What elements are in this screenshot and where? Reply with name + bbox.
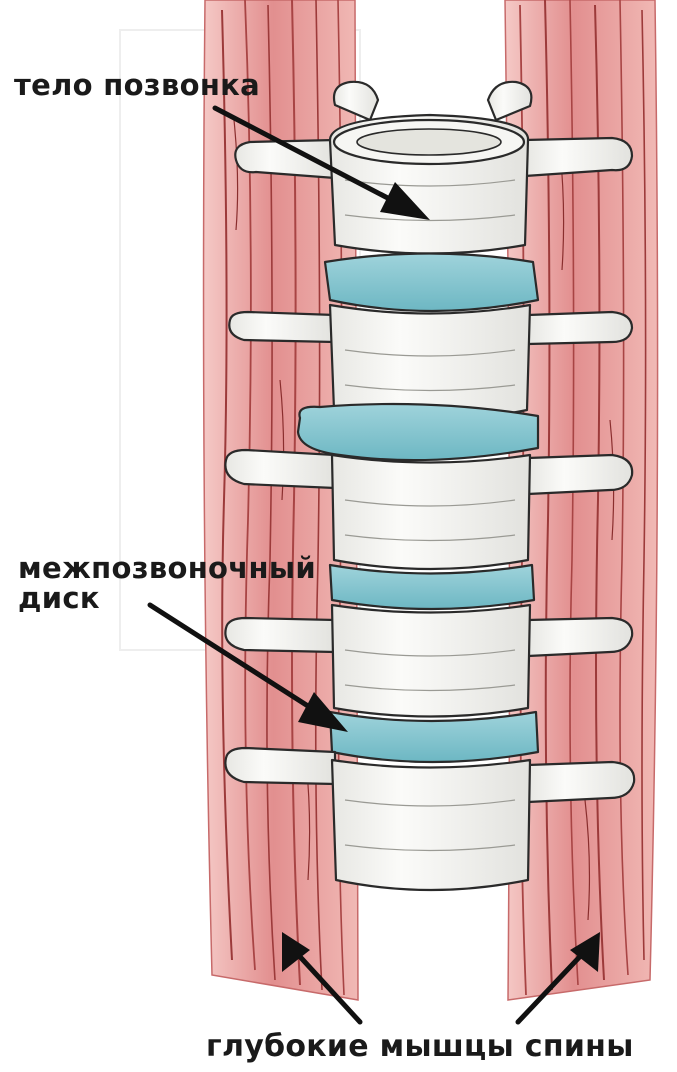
transverse-process	[528, 762, 634, 802]
transverse-process	[528, 312, 632, 344]
label-deep-back-muscles: глубокие мышцы спины	[206, 1031, 634, 1063]
transverse-process	[225, 618, 335, 652]
transverse-process	[225, 450, 335, 488]
label-disc-line1: межпозвоночный	[18, 553, 316, 583]
vertebra-1-rim	[357, 129, 501, 155]
intervertebral-disc	[298, 404, 538, 460]
transverse-process	[528, 618, 632, 656]
vertebra-4	[332, 605, 530, 717]
vertebra-3	[332, 455, 530, 569]
transverse-process	[225, 748, 335, 784]
label-intervertebral-disc: межпозвоночный диск	[18, 553, 316, 614]
intervertebral-disc	[330, 565, 534, 609]
transverse-process	[528, 455, 632, 494]
transverse-process	[229, 312, 335, 342]
label-disc-line2: диск	[18, 583, 316, 613]
transverse-process	[525, 138, 632, 176]
label-vertebral-body: тело позвонка	[14, 70, 260, 100]
intervertebral-disc	[325, 254, 538, 312]
vertebra-2	[330, 305, 530, 420]
intervertebral-disc	[330, 712, 538, 762]
vertebra-5	[332, 760, 530, 890]
